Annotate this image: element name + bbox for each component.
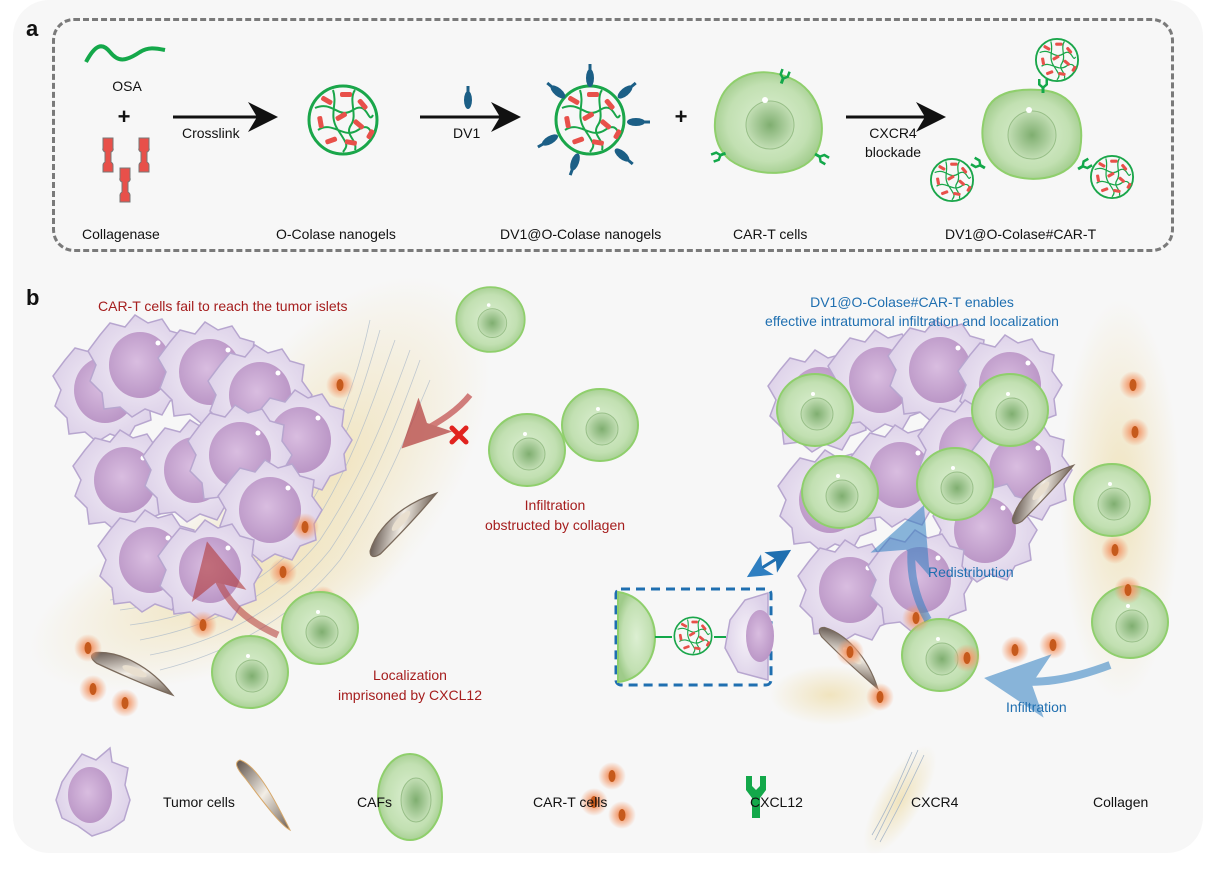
plus-sign-2: + bbox=[674, 104, 688, 129]
infiltration-obstructed-line2: obstructed by collagen bbox=[484, 517, 626, 533]
dv1-o-colase-cart-icon bbox=[929, 37, 1135, 203]
localization-arrow bbox=[191, 541, 280, 639]
infiltration-label: Infiltration bbox=[1006, 699, 1067, 715]
right-scenario-title-line2: effective intratumoral infiltration and … bbox=[765, 313, 1059, 329]
redistribution-arrow bbox=[870, 505, 932, 622]
dv1-label: DV1 bbox=[453, 125, 481, 141]
zoom-inset bbox=[614, 587, 774, 687]
collagenase-icon bbox=[102, 137, 150, 203]
collagenase-label: Collagenase bbox=[82, 226, 160, 242]
o-colase-nanogels-label: O-Colase nanogels bbox=[276, 226, 396, 242]
panel-a-letter: a bbox=[26, 16, 39, 41]
osa-strand-icon bbox=[84, 44, 166, 63]
cart-cell-icon bbox=[710, 68, 830, 174]
redistribution-label: Redistribution bbox=[928, 564, 1014, 580]
o-colase-nanogel-icon bbox=[307, 84, 379, 156]
legend-cart-cells-label: CAR-T cells bbox=[533, 794, 608, 810]
legend-tumor-cell-icon bbox=[55, 746, 131, 837]
localization-line1: Localization bbox=[373, 667, 447, 683]
legend-cxcr4-icon bbox=[746, 776, 766, 818]
legend-caf-icon bbox=[236, 759, 292, 832]
right-scenario-title-line1: DV1@O-Colase#CAR-T enables bbox=[810, 294, 1014, 310]
left-scenario-title: CAR-T cells fail to reach the tumor isle… bbox=[98, 298, 348, 314]
dv1-nanogels-label: DV1@O-Colase nanogels bbox=[500, 226, 662, 242]
block-x-icon bbox=[449, 425, 469, 445]
legend-cxcr4-label: CXCR4 bbox=[911, 794, 959, 810]
blocked-arrow bbox=[401, 393, 473, 449]
blockade-label-line1: CXCR4 bbox=[869, 125, 917, 141]
legend-tumor-cells-label: Tumor cells bbox=[163, 794, 235, 810]
legend-collagen-icon bbox=[863, 745, 937, 855]
legend-cart-cell-icon bbox=[377, 753, 443, 841]
panel-b-letter: b bbox=[26, 285, 40, 310]
zoom-link-arrow bbox=[746, 549, 792, 578]
cart-cells-label: CAR-T cells bbox=[733, 226, 808, 242]
legend-cafs-label: CAFs bbox=[357, 794, 392, 810]
crosslink-label: Crosslink bbox=[182, 125, 240, 141]
legend-collagen-label: Collagen bbox=[1093, 794, 1149, 810]
panel-a-frame bbox=[52, 18, 1174, 252]
osa-label: OSA bbox=[112, 78, 142, 94]
infiltration-arrow bbox=[984, 654, 1112, 718]
plus-sign-1: + bbox=[117, 104, 131, 129]
localization-line2: imprisoned by CXCL12 bbox=[338, 687, 482, 703]
blockade-label-line2: blockade bbox=[864, 144, 922, 160]
infiltration-obstructed-line1: Infiltration bbox=[524, 497, 586, 513]
final-product-label: DV1@O-Colase#CAR-T bbox=[945, 226, 1097, 242]
dv1-icon bbox=[464, 86, 472, 109]
dv1-nanogel-icon bbox=[535, 64, 650, 177]
legend-cxcl12-label: CXCL12 bbox=[750, 794, 803, 810]
